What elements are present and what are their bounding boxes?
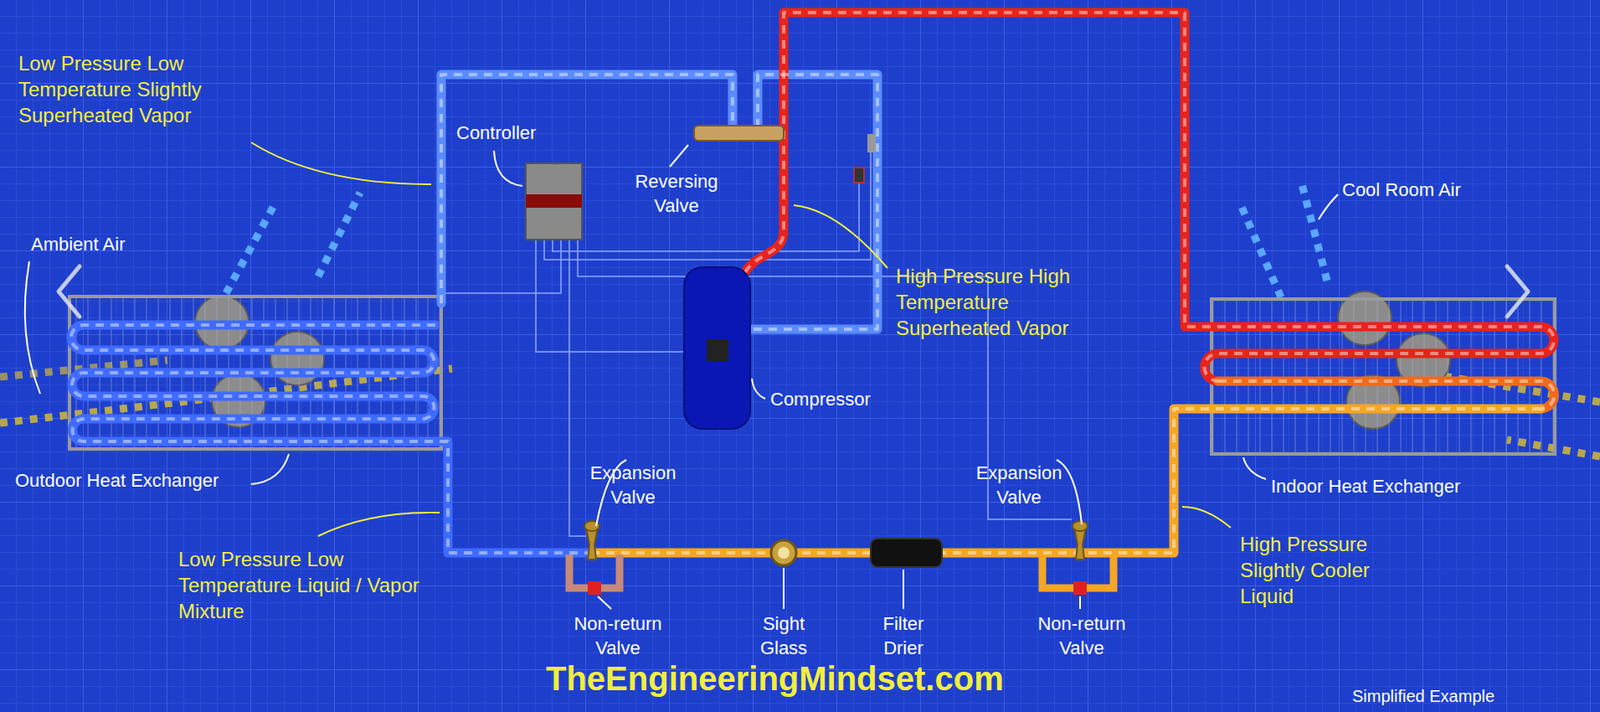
sight-glass <box>771 540 797 566</box>
liquid-pipe <box>591 408 1541 553</box>
pipe-dash <box>591 408 1541 553</box>
compressor-terminal <box>706 339 729 361</box>
part-label: Cool Room Air <box>1342 178 1462 203</box>
pipe-dash <box>71 324 592 553</box>
watermark: TheEngineeringMindset.com <box>545 656 1004 700</box>
solenoid <box>854 167 865 183</box>
non-return-valve <box>587 581 602 595</box>
pipe-dash <box>745 12 1554 381</box>
part-label: Outdoor Heat Exchanger <box>15 468 219 494</box>
state-callout: Low Pressure Low Temperature Slightly Su… <box>18 50 270 129</box>
solenoid <box>867 133 876 153</box>
suction-pipe <box>751 74 878 330</box>
expansion-valve <box>584 520 1088 560</box>
controller <box>525 163 582 240</box>
reversing-valve <box>694 125 784 141</box>
pipe-dash <box>1218 380 1555 409</box>
part-label: Filter Drier <box>869 612 937 660</box>
pipe-dash <box>751 74 878 330</box>
pipe-dash <box>441 74 733 304</box>
part-label: Indoor Heat Exchanger <box>1270 474 1461 500</box>
leader-line <box>25 144 1338 609</box>
part-label: Expansion Valve <box>968 461 1070 510</box>
nav-chevron <box>58 266 1528 317</box>
outdoor-coil <box>71 324 592 553</box>
suction-pipe <box>441 74 733 304</box>
state-callout: Low Pressure Low Temperature Liquid / Va… <box>178 545 430 625</box>
part-label: Sight Glass <box>750 612 818 660</box>
part-label: Reversing Valve <box>626 169 727 218</box>
state-callout: High Pressure Slightly Cooler Liquid <box>1239 530 1408 610</box>
part-label: Ambient Air <box>30 232 126 258</box>
leader-line <box>251 142 1231 536</box>
controller <box>525 194 582 208</box>
control-wire <box>441 150 1072 536</box>
part-label: Expansion Valve <box>582 461 684 510</box>
non-return-valve <box>1073 581 1087 595</box>
sight-glass <box>777 546 790 559</box>
part-label: Compressor <box>770 387 871 412</box>
discharge-pipe <box>745 12 1554 381</box>
part-label: Controller <box>456 121 536 146</box>
note: Simplified Example <box>1352 684 1495 707</box>
state-callout: High Pressure High Temperature Superheat… <box>895 262 1089 342</box>
part-label: Non-return Valve <box>1027 612 1137 660</box>
part-label: Non-return Valve <box>563 612 673 660</box>
filter-drier <box>870 538 942 567</box>
compressor <box>684 267 751 429</box>
